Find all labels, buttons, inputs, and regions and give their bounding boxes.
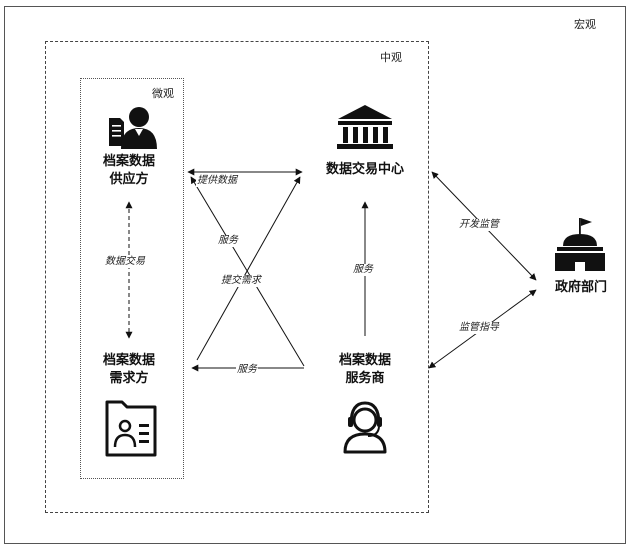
meso-region-label: 中观 xyxy=(380,51,402,64)
supplier-label-line1: 档案数据 xyxy=(102,154,155,169)
macro-region xyxy=(4,6,626,544)
micro-region-label: 微观 xyxy=(152,87,174,100)
edge-label-submit-demand: 提交需求 xyxy=(220,275,262,287)
provider-label-line2: 服务商 xyxy=(345,371,385,386)
provider-label-line1: 档案数据 xyxy=(338,353,391,368)
edge-service-to-supplier xyxy=(190,176,305,367)
government-building-flag-icon xyxy=(555,218,605,271)
headset-operator-icon xyxy=(343,401,387,454)
meso-region xyxy=(45,41,429,513)
institution-building-icon xyxy=(337,105,393,149)
exchange-center-node: 数据交易中心 xyxy=(315,161,415,179)
government-label: 政府部门 xyxy=(554,280,607,295)
edge-label-supervise-guide: 监管指导 xyxy=(458,322,500,334)
edge-label-service-b: 服务 xyxy=(236,364,258,376)
demander-node: 档案数据 需求方 xyxy=(94,352,164,388)
micro-region xyxy=(80,78,184,479)
supplier-person-icon xyxy=(109,107,157,149)
demander-label-line1: 档案数据 xyxy=(102,353,155,368)
provider-node: 档案数据 服务商 xyxy=(330,352,400,388)
edge-submit-demand xyxy=(196,176,301,361)
edge-label-service-a: 服务 xyxy=(217,235,239,247)
edge-label-service-c: 服务 xyxy=(352,264,374,276)
id-card-folder-icon xyxy=(105,400,157,457)
supplier-node: 档案数据 供应方 xyxy=(94,153,164,189)
supplier-label-line2: 供应方 xyxy=(109,172,149,187)
government-node: 政府部门 xyxy=(548,279,614,297)
macro-region-label: 宏观 xyxy=(574,18,596,31)
exchange-center-label: 数据交易中心 xyxy=(325,162,404,177)
edge-label-data-trade: 数据交易 xyxy=(104,256,146,268)
edge-label-provide-data: 提供数据 xyxy=(196,175,238,187)
edge-label-develop-supervise: 开发监管 xyxy=(458,219,500,231)
demander-label-line2: 需求方 xyxy=(109,371,149,386)
